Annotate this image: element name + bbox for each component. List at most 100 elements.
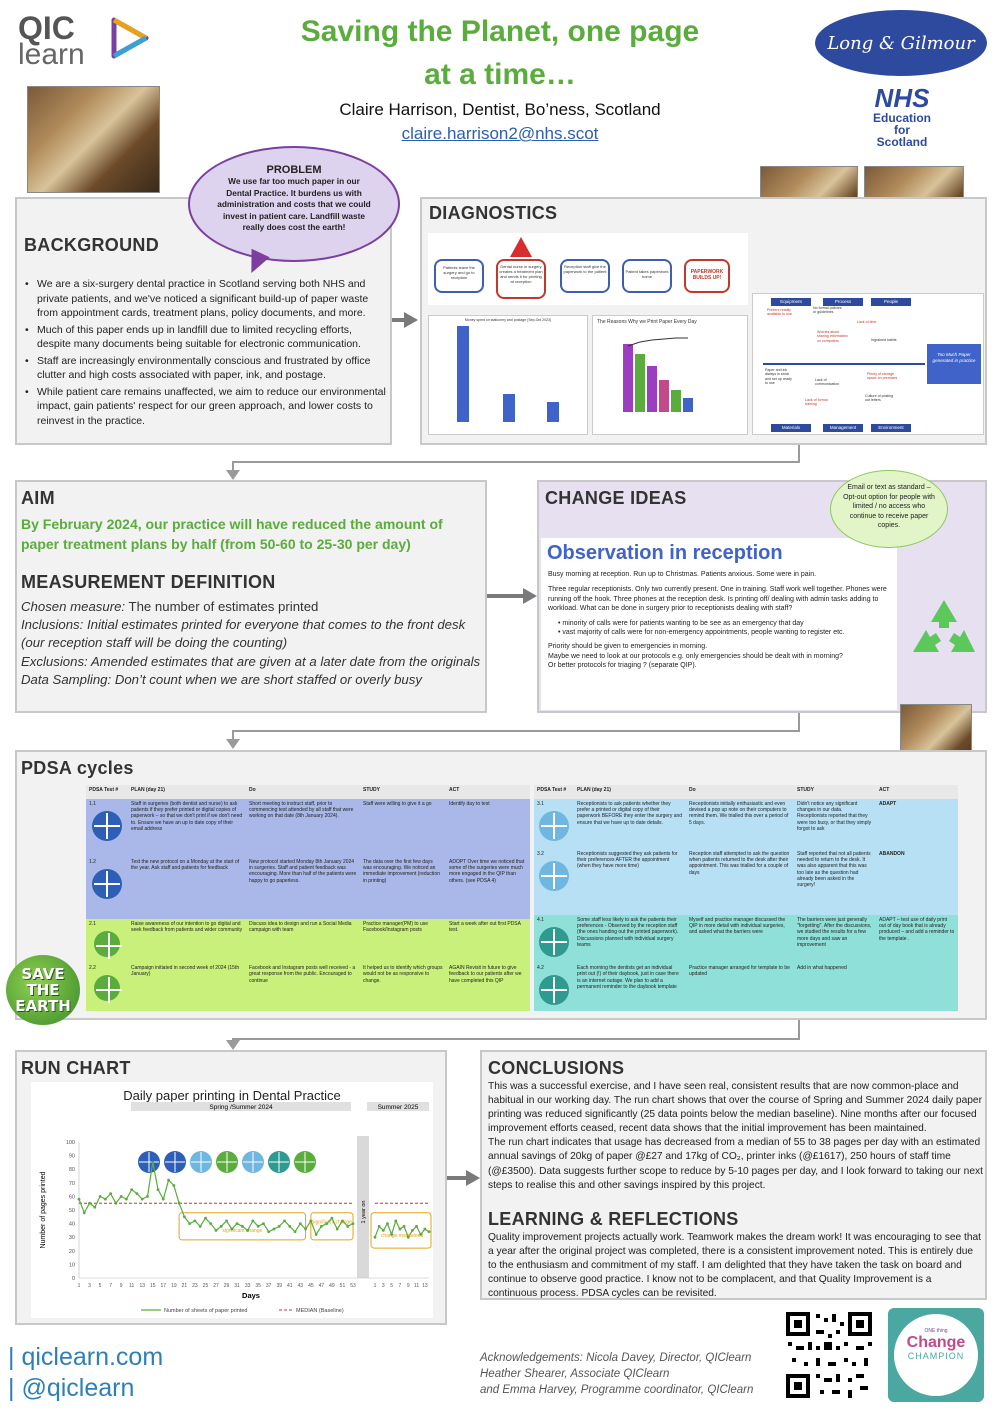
table-row: 1.1 Staff in surgeries (both dentist and…	[86, 799, 530, 857]
poster-title: Saving the Planet, one page at a time…	[300, 15, 700, 91]
change-ideas-heading: CHANGE IDEAS	[545, 488, 687, 508]
fishbone-cause: Lack of time	[857, 320, 877, 324]
connector-line	[232, 461, 234, 473]
diagnostics-heading: DIAGNOSTICS	[429, 203, 558, 223]
data-point	[283, 1219, 286, 1223]
annotation-label: significant change	[222, 1228, 262, 1234]
data-point	[161, 1197, 165, 1201]
x-tick-label: 29	[224, 1283, 230, 1289]
y-tick-label: 0	[72, 1276, 75, 1282]
x-tick-label: 11	[414, 1283, 419, 1289]
change-idea-bubble: Email or text as standard – Opt-out opti…	[830, 470, 948, 548]
aim-statement: By February 2024, our practice will have…	[21, 516, 443, 552]
data-point	[77, 1197, 81, 1201]
pdsa-cycle-icon	[539, 861, 569, 892]
x-tick-label: 33	[245, 1283, 251, 1289]
x-tick-label: 5	[390, 1283, 393, 1289]
connector-line	[232, 1038, 800, 1040]
significant-change-box	[178, 1212, 307, 1241]
fishbone-diagram: Equipment Process People Materials Manag…	[752, 293, 984, 435]
data-point	[390, 1233, 394, 1236]
pdsa-cycle-icon	[94, 931, 122, 960]
x-tick-label: 27	[213, 1283, 219, 1289]
data-point	[114, 1201, 118, 1205]
conclusions-text: This was a successful exercise, and I ha…	[488, 1081, 983, 1191]
period-label: Spring /Summer 2024	[209, 1104, 273, 1111]
connector-line	[798, 713, 800, 731]
x-tick-label: 43	[298, 1283, 304, 1289]
change-champion-badge: ONE thing Change CHAMPION	[888, 1308, 984, 1402]
data-point	[402, 1224, 406, 1228]
author-email-link[interactable]: claire.harrison2@nhs.scot	[401, 124, 599, 143]
connector-line	[392, 318, 406, 322]
process-step: Reception staff give the paperwork to th…	[560, 259, 610, 293]
qr-code-icon[interactable]	[784, 1310, 874, 1400]
footer-twitter-handle[interactable]: | @qiclearn	[8, 1374, 135, 1402]
x-tick-label: 3	[88, 1283, 91, 1289]
footer-website-link[interactable]: | qiclearn.com	[8, 1343, 164, 1371]
x-tick-label: 35	[255, 1283, 261, 1289]
conclusions-heading: CONCLUSIONS	[488, 1058, 625, 1078]
data-point	[225, 1219, 228, 1223]
y-tick-label: 60	[69, 1194, 75, 1200]
problem-bubble: PROBLEM We use far too much paper in our…	[188, 146, 400, 262]
data-point	[235, 1222, 239, 1225]
period-label: Summer 2025	[378, 1104, 419, 1111]
fishbone-category: People	[871, 298, 911, 306]
y-tick-label: 10	[69, 1262, 75, 1268]
list-item: While patient care remains unaffected, w…	[23, 385, 387, 429]
fishbone-category: Management	[823, 424, 863, 432]
pdsa-cycle-icon	[94, 975, 122, 1004]
data-point	[167, 1178, 170, 1182]
pdsa-cycle-icon	[92, 869, 122, 900]
table-row: 3.1 Receptionists to ask patients whethe…	[534, 799, 958, 849]
data-point	[341, 1219, 344, 1223]
measurement-definition: Chosen measure: The number of estimates …	[21, 599, 481, 687]
x-tick-label: 37	[266, 1283, 272, 1289]
process-step: Patients leave the surgery and go to rec…	[434, 259, 484, 293]
run-chart-panel: RUN CHART Daily paper printing in Dental…	[15, 1050, 447, 1325]
pareto-bars	[623, 337, 693, 412]
list-item: Staff are increasingly environmentally c…	[23, 354, 387, 383]
connector-line	[232, 461, 800, 463]
data-point	[119, 1195, 123, 1198]
x-tick-label: 51	[340, 1283, 346, 1289]
data-point	[423, 1227, 427, 1231]
year-gap-label: 1 year on	[361, 1201, 367, 1224]
legend-label: Number of sheets of paper printed	[164, 1308, 247, 1314]
data-point	[410, 1229, 414, 1232]
stationery-bar-chart: Money spent on stationery and postage (S…	[428, 315, 588, 435]
connector-line	[798, 445, 800, 462]
y-tick-label: 70	[69, 1181, 75, 1187]
fishbone-category: Equipment	[771, 298, 811, 306]
qic-learn-logo: QIC learn	[18, 10, 149, 71]
table-row: 2.2 Campaign initiated in second week of…	[86, 963, 530, 1012]
data-point	[109, 1192, 113, 1196]
data-point	[381, 1229, 385, 1232]
arrow-bg-to-diag	[404, 312, 418, 328]
arrow-chart-to-conclusions	[466, 1170, 480, 1186]
y-tick-label: 50	[69, 1208, 75, 1214]
process-map: Patients leave the surgery and go to rec…	[428, 233, 748, 305]
data-point	[415, 1224, 418, 1228]
data-point	[406, 1235, 410, 1239]
data-point	[135, 1192, 139, 1196]
period-header-bg	[367, 1102, 429, 1111]
data-point	[298, 1222, 302, 1225]
measurement-heading: MEASUREMENT DEFINITION	[21, 572, 276, 592]
learning-heading: LEARNING & REFLECTIONS	[488, 1209, 739, 1229]
bar	[457, 326, 469, 422]
data-point	[219, 1224, 223, 1228]
data-point	[146, 1195, 149, 1198]
data-point	[314, 1233, 318, 1236]
conclusions-panel: CONCLUSIONS This was a successful exerci…	[480, 1050, 987, 1300]
connector-line	[232, 730, 800, 732]
table-row: 4.2 Each morning the dentists get an ind…	[534, 963, 958, 1012]
connector-line	[447, 1176, 467, 1180]
data-point	[177, 1201, 181, 1205]
bar	[547, 402, 559, 422]
observation-title: Observation in reception	[547, 542, 783, 564]
arrow-down	[226, 470, 240, 480]
data-point	[262, 1222, 265, 1225]
year-gap-band	[357, 1136, 369, 1278]
